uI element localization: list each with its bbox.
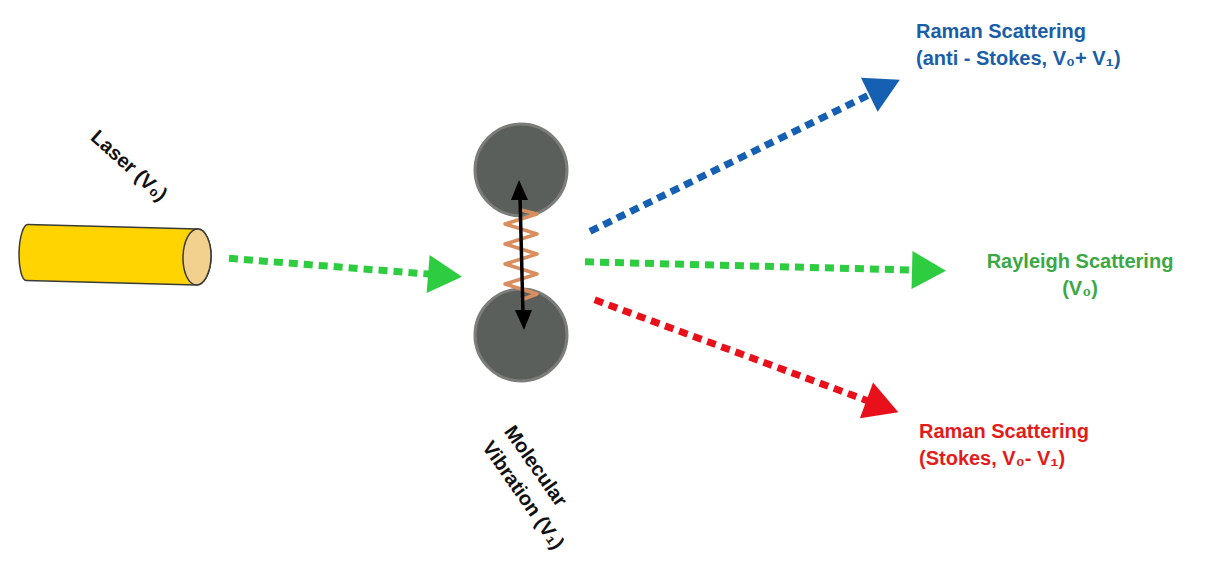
dotted-beam (590, 93, 873, 231)
arrow-head (912, 251, 946, 289)
photon-arrow (590, 78, 900, 232)
photon-arrow (229, 255, 462, 293)
scattering-title: Raman Scattering (916, 18, 1206, 45)
scattering-frequency: (anti - Stokes, V₀+ V₁) (916, 45, 1206, 72)
laser-label: Laser (V₀) (85, 124, 173, 207)
scattering-frequency: (V₀) (960, 275, 1200, 302)
dotted-beam (585, 262, 916, 270)
photon-arrow (585, 251, 946, 289)
stokes-label: Raman Scattering(Stokes, V₀- V₁) (919, 418, 1179, 478)
arrow-head (860, 383, 898, 419)
arrow-head (427, 255, 462, 293)
scattering-title: Rayleigh Scattering (960, 248, 1200, 275)
scattering-title: Raman Scattering (919, 418, 1179, 445)
laser-source: Laser (V₀) (15, 222, 225, 290)
rayleigh-label: Rayleigh Scattering(V₀) (960, 248, 1200, 306)
laser-cylinder (15, 222, 225, 290)
molecule-illustration (470, 118, 590, 388)
arrow-head (861, 78, 900, 112)
dotted-beam (229, 258, 432, 274)
diatomic-molecule: Molecular Vibration (V₁) (470, 118, 590, 388)
anti-stokes-label: Raman Scattering(anti - Stokes, V₀+ V₁) (916, 18, 1206, 80)
molecule-label: Molecular Vibration (V₁) (476, 420, 606, 574)
scattering-frequency: (Stokes, V₀- V₁) (919, 445, 1179, 472)
dotted-beam (595, 300, 871, 402)
photon-arrow (595, 300, 899, 418)
